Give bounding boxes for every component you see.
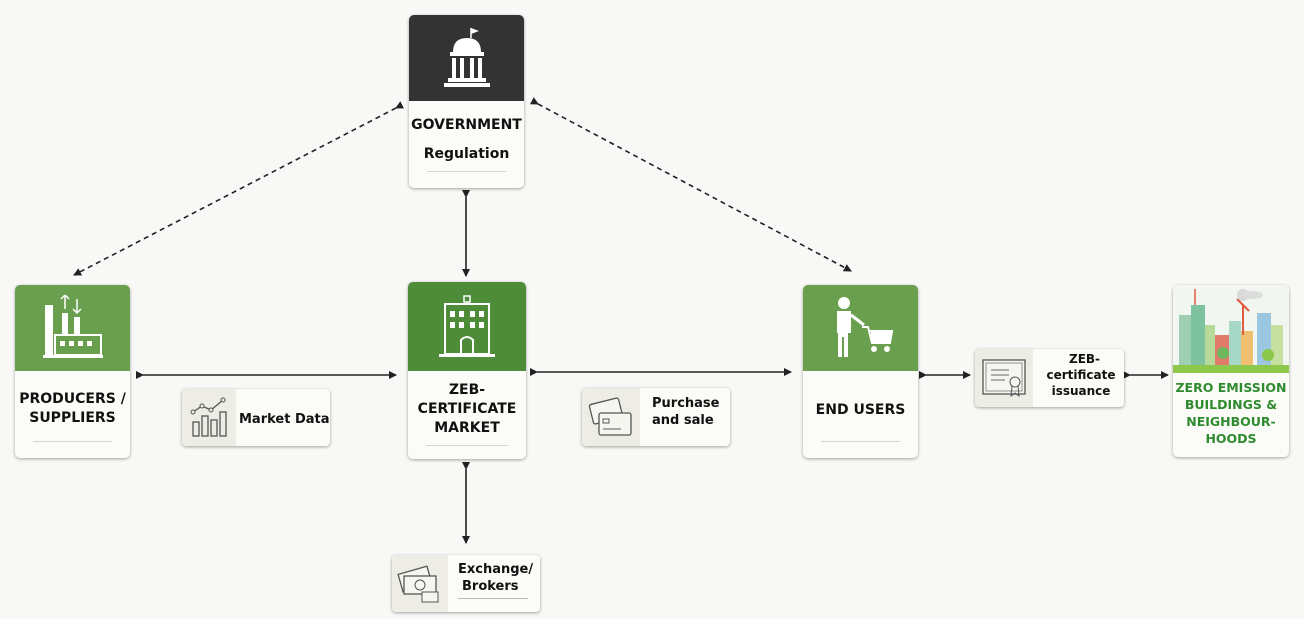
- market-title-line1: ZEB-: [448, 382, 486, 398]
- shopper-cart-icon: [836, 297, 893, 357]
- gov-producers-dashed-arrow: [73, 101, 405, 276]
- divider: [458, 598, 528, 599]
- purchase-label-line2: and sale: [652, 413, 714, 428]
- market-card-header: [408, 282, 526, 371]
- zeb-label-line3: NEIGHBOUR-: [1186, 414, 1276, 429]
- money-icon: [397, 564, 439, 602]
- office-building-icon: [439, 294, 495, 357]
- chart-icon: [190, 397, 227, 437]
- certificate-label-line2: certificate: [1046, 368, 1116, 382]
- purchase-iconbox: [582, 388, 640, 446]
- credit-card-icon: [588, 397, 632, 436]
- factory-icon: [42, 295, 103, 358]
- zeb-buildings-card: ZERO EMISSION BUILDINGS & NEIGHBOUR- HOO…: [1173, 285, 1289, 457]
- exchange-label-line1: Exchange/: [458, 562, 534, 577]
- government-subtitle: Regulation: [423, 146, 510, 162]
- divider: [821, 441, 900, 442]
- divider: [427, 171, 506, 172]
- certificate-iconbox: [975, 349, 1033, 407]
- zeb-label-line2: BUILDINGS &: [1184, 397, 1278, 412]
- exchange-tag: Exchange/ Brokers: [392, 555, 540, 612]
- purchase-label-line1: Purchase: [652, 396, 720, 411]
- exchange-label-line2: Brokers: [462, 579, 519, 594]
- purchase-tag: Purchase and sale: [582, 388, 730, 446]
- producers-title-line1: PRODUCERS /: [19, 391, 126, 407]
- government-card: GOVERNMENT Regulation: [409, 15, 524, 188]
- market-title-line3: MARKET: [434, 420, 500, 436]
- producers-card-header: [15, 285, 130, 371]
- market-data-iconbox: [182, 389, 236, 446]
- capitol-building-icon: [443, 28, 490, 87]
- end-users-card-header: [803, 285, 918, 371]
- market-data-tag: Market Data: [182, 389, 330, 446]
- exchange-iconbox: [392, 555, 448, 612]
- certificate-label-line3: issuance: [1051, 384, 1111, 398]
- certificate-tag: ZEB- certificate issuance: [975, 349, 1124, 407]
- market-title-line2: CERTIFICATE: [417, 401, 517, 417]
- government-title: GOVERNMENT: [411, 117, 522, 133]
- certificate-icon: [982, 359, 1026, 398]
- end-users-title: END USERS: [815, 402, 906, 418]
- city-illustration-icon: [1173, 285, 1289, 373]
- end-users-card: END USERS: [803, 285, 918, 458]
- divider: [426, 445, 508, 446]
- divider: [33, 441, 112, 442]
- market-data-label: Market Data: [239, 412, 330, 427]
- zeb-label-line4: HOODS: [1205, 431, 1257, 446]
- market-card: ZEB- CERTIFICATE MARKET: [408, 282, 526, 459]
- zeb-label-line1: ZERO EMISSION: [1175, 380, 1287, 395]
- certificate-label-line1: ZEB-: [1069, 352, 1101, 366]
- gov-endusers-dashed-arrow: [529, 97, 852, 272]
- government-card-header: [409, 15, 524, 101]
- producers-title-line2: SUPPLIERS: [29, 410, 116, 426]
- producers-card: PRODUCERS / SUPPLIERS: [15, 285, 130, 458]
